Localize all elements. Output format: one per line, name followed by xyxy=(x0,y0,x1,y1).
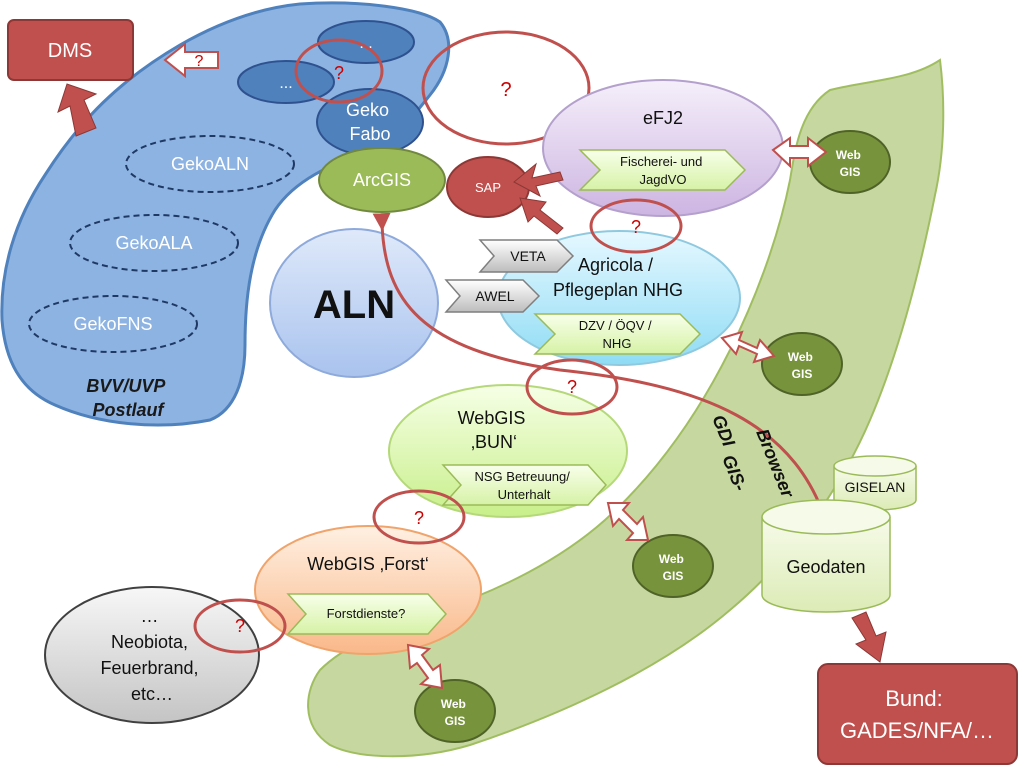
fischerei-label: Fischerei- und JagdVO xyxy=(620,154,706,187)
arcgis-label: ArcGIS xyxy=(353,170,411,190)
dms-hollow-arrow xyxy=(163,41,219,79)
geko-fabo-label: Geko Fabo xyxy=(346,100,394,144)
efj2-node xyxy=(542,79,784,217)
bvv-label: BVV/UVP Postlauf xyxy=(86,376,169,420)
double-arrow-agricola xyxy=(720,330,776,364)
webgis-forst-label: WebGIS ‚Forst‘ xyxy=(307,554,429,574)
arcgis-node xyxy=(318,147,446,213)
question-ring-big xyxy=(421,30,591,146)
dms-up-arrow xyxy=(57,83,98,137)
dots-mid-label: ... xyxy=(279,75,292,92)
aln-label: ALN xyxy=(313,283,395,327)
webgis-node-4 xyxy=(414,679,496,743)
geodaten-label: Geodaten xyxy=(786,557,865,577)
dms-label: DMS xyxy=(48,40,92,62)
question-ring-geko xyxy=(294,38,384,104)
double-arrow-forst xyxy=(406,643,444,690)
geko-fns-label: GekoFNS xyxy=(73,314,152,334)
veta-label: VETA xyxy=(510,248,546,264)
double-arrow-bun xyxy=(606,502,650,541)
neobiota-node xyxy=(44,586,260,724)
webgis-3-label: Web GIS xyxy=(659,552,687,583)
question-mark-big: ? xyxy=(500,79,511,101)
geko-fabo-node xyxy=(316,88,424,156)
fischerei-chevron xyxy=(578,149,747,191)
giselan-label: GISELAN xyxy=(845,479,906,495)
geodaten-cylinder-top xyxy=(761,499,891,535)
double-arrow-efj2 xyxy=(771,135,828,169)
question-mark-geko: ? xyxy=(334,63,344,83)
question-ring-neobiota xyxy=(193,598,287,654)
bund-box xyxy=(817,663,1018,765)
geko-ala-label: GekoALA xyxy=(115,233,192,253)
bund-arrow xyxy=(851,611,887,663)
webgis-node-3 xyxy=(632,534,714,598)
geko-ala-node xyxy=(69,214,239,272)
arcgis-geodaten-curve xyxy=(372,212,836,542)
forstdienste-chevron xyxy=(286,593,448,635)
dms-box xyxy=(7,19,134,81)
geodaten-cylinder xyxy=(761,517,891,613)
sap-label: SAP xyxy=(475,180,501,195)
geko-aln-label: GekoALN xyxy=(171,154,249,174)
webgis-node-1 xyxy=(809,130,891,194)
agricola-to-sap-arrow xyxy=(519,197,564,235)
question-mark-bun: ? xyxy=(567,377,577,397)
forstdienste-label: Forstdienste? xyxy=(327,606,406,621)
dots-node-top xyxy=(317,20,415,64)
awel-label: AWEL xyxy=(475,288,514,304)
giselan-cylinder-top xyxy=(833,455,917,477)
bund-label: Bund: GADES/NFA/… xyxy=(840,686,994,743)
neobiota-label: … Neobiota, Feuerbrand, etc… xyxy=(100,606,203,704)
question-mark-dms: ? xyxy=(195,53,204,70)
webgis-forst-node xyxy=(254,525,482,655)
webgis-4-label: Web GIS xyxy=(441,697,469,728)
geko-fns-node xyxy=(28,295,198,353)
question-mark-forst: ? xyxy=(414,508,424,528)
question-mark-neobiota: ? xyxy=(235,616,245,636)
efj2-to-sap-arrow xyxy=(513,162,564,198)
question-mark-agricola: ? xyxy=(631,217,641,237)
webgis-1-label: Web GIS xyxy=(836,148,864,179)
webgis-node-2 xyxy=(761,332,843,396)
efj2-label: eFJ2 xyxy=(643,108,683,128)
geko-aln-node xyxy=(125,135,295,193)
webgis-2-label: Web GIS xyxy=(788,350,816,381)
